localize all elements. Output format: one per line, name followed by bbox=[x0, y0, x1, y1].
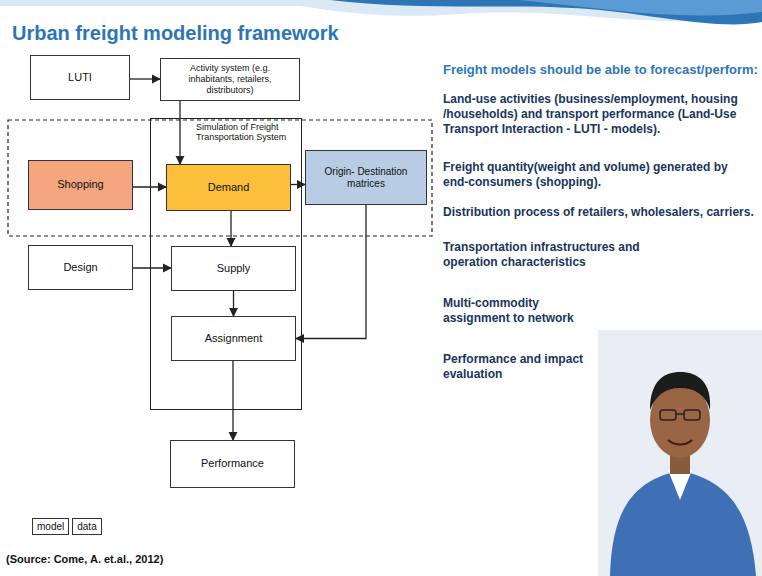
list-heading: Freight models should be able to forecas… bbox=[443, 62, 758, 78]
data-box: Activity system (e.g. inhabitants, retai… bbox=[160, 58, 300, 101]
box-label: LUTI bbox=[63, 69, 97, 86]
box-label: Activity system (e.g. inhabitants, retai… bbox=[161, 61, 299, 97]
flow-arrow bbox=[130, 78, 160, 79]
box-label: Origin- Destination matrices bbox=[306, 164, 426, 192]
legend-key: data bbox=[72, 518, 101, 535]
bullet-text: Land-use activities (business/employment… bbox=[443, 92, 755, 137]
bullet-text: Performance and impact evaluation bbox=[443, 352, 598, 382]
model-box: Performance bbox=[170, 440, 295, 488]
model-box: Supply bbox=[171, 246, 296, 291]
flow-arrow bbox=[179, 101, 180, 164]
model-box: LUTI bbox=[30, 55, 130, 100]
container-heading: Simulation of Freight Transportation Sys… bbox=[196, 122, 298, 143]
bullet-text: Multi-commodity assignment to network bbox=[443, 296, 598, 326]
box-label: Assignment bbox=[200, 330, 267, 347]
model-box: Assignment bbox=[171, 316, 296, 361]
flow-arrow bbox=[296, 205, 366, 339]
legend-key: model bbox=[32, 518, 69, 535]
box-label: Supply bbox=[212, 260, 256, 277]
flow-arrow bbox=[232, 361, 233, 440]
box-label: Shopping bbox=[52, 176, 109, 193]
model-box: Design bbox=[28, 245, 133, 290]
bullet-text: Distribution process of retailers, whole… bbox=[443, 205, 758, 220]
flow-arrow bbox=[133, 267, 171, 268]
flow-arrow bbox=[233, 291, 234, 316]
box-label: Design bbox=[58, 259, 102, 276]
bullet-text: Transportation infrastructures and opera… bbox=[443, 240, 673, 270]
box-label: Demand bbox=[203, 179, 255, 196]
bullet-text: Freight quantity(weight and volume) gene… bbox=[443, 160, 743, 190]
data-box: Origin- Destination matrices bbox=[305, 150, 427, 205]
slide-title: Urban freight modeling framework bbox=[12, 22, 339, 45]
simulation-container: Simulation of Freight Transportation Sys… bbox=[150, 118, 302, 410]
source-caption: (Source: Come, A. et.al., 2012) bbox=[6, 553, 163, 565]
model-box: Shopping bbox=[28, 160, 133, 210]
model-box: Demand bbox=[166, 164, 291, 211]
box-label: Performance bbox=[196, 455, 269, 472]
flow-arrow bbox=[291, 184, 305, 185]
flow-arrow bbox=[230, 211, 231, 246]
